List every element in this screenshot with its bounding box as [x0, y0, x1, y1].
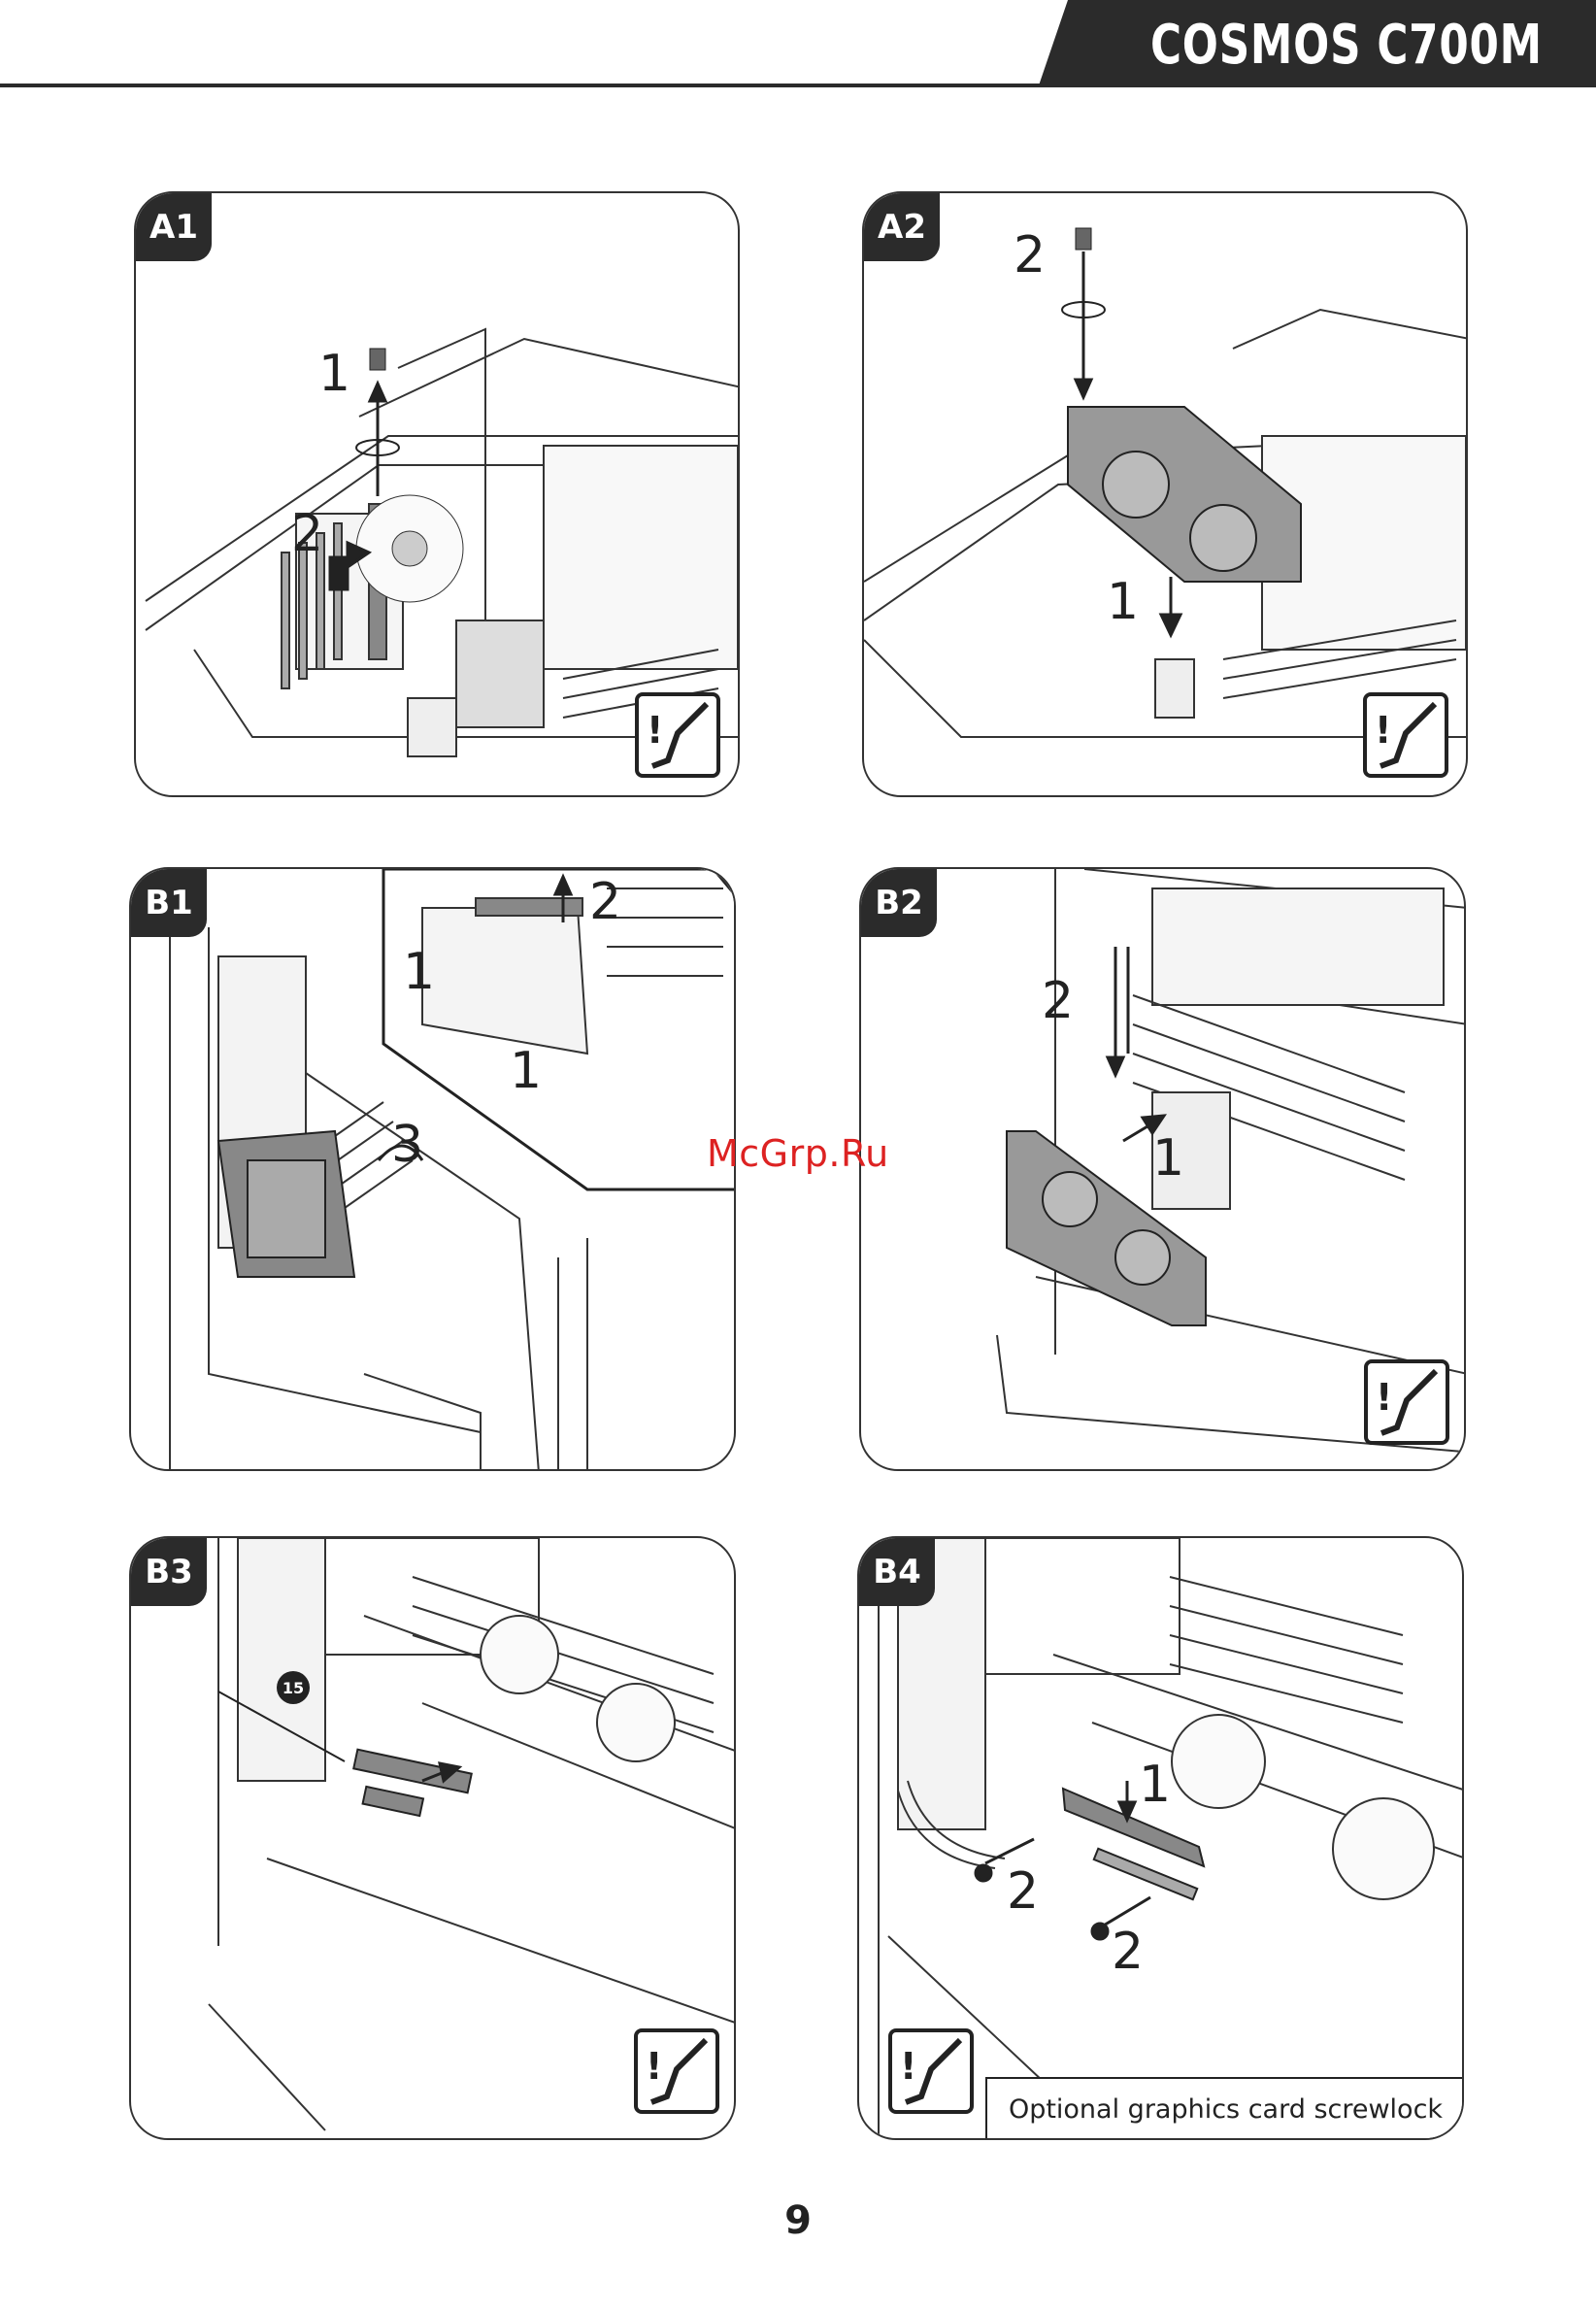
panel-b2-tag: B2 — [861, 869, 937, 937]
header-title-block: COSMOS C700M — [1039, 0, 1596, 85]
b3-callout-15: 15 — [277, 1671, 310, 1704]
panel-a1-tag: A1 — [136, 193, 212, 261]
a1-step-2: 2 — [291, 509, 323, 559]
b2-step-2: 2 — [1042, 976, 1074, 1026]
panel-b1-tag: B1 — [131, 869, 207, 937]
panel-a1: A1 1 2 ! — [134, 191, 740, 797]
watermark: McGrp.Ru — [707, 1132, 889, 1175]
panel-b3-tag: B3 — [131, 1538, 207, 1606]
panel-b4: B4 1 2 2 ! Optional graphics card screwl… — [857, 1536, 1464, 2140]
panel-b2: B2 2 1 ! — [859, 867, 1466, 1471]
svg-text:!: ! — [1376, 1376, 1392, 1419]
b4-caption-screwlock: Optional graphics card screwlock — [985, 2077, 1464, 2140]
b1-step-1-right: 1 — [510, 1046, 542, 1096]
panel-a2: A2 2 1 ! — [862, 191, 1468, 797]
svg-text:!: ! — [646, 2045, 662, 2088]
screwdriver-warning-icon: ! — [888, 2028, 974, 2114]
screwdriver-warning-icon: ! — [635, 692, 720, 778]
screwdriver-warning-icon: ! — [1364, 1359, 1449, 1445]
b1-step-2: 2 — [589, 877, 621, 927]
b4-step-1: 1 — [1139, 1759, 1171, 1810]
b4-step-2-right: 2 — [1112, 1926, 1144, 1977]
b1-step-1-left: 1 — [403, 947, 435, 997]
a2-step-2: 2 — [1014, 230, 1046, 281]
a2-step-1: 1 — [1107, 577, 1139, 627]
b2-step-1: 1 — [1152, 1133, 1184, 1184]
a1-step-1: 1 — [318, 349, 350, 399]
svg-text:!: ! — [900, 2045, 916, 2088]
svg-text:!: ! — [1375, 709, 1391, 752]
panel-a2-tag: A2 — [864, 193, 940, 261]
product-title: COSMOS C700M — [1150, 14, 1543, 77]
panel-b1: B1 2 1 1 3 — [129, 867, 736, 1471]
panel-b3: B3 15 ! — [129, 1536, 736, 2140]
b4-step-2-left: 2 — [1007, 1866, 1039, 1917]
screwdriver-warning-icon: ! — [1363, 692, 1448, 778]
page-number: 9 — [0, 2198, 1596, 2243]
screwdriver-warning-icon: ! — [634, 2028, 719, 2114]
panel-b4-tag: B4 — [859, 1538, 935, 1606]
svg-text:!: ! — [647, 709, 663, 752]
b1-step-3: 3 — [391, 1120, 423, 1170]
